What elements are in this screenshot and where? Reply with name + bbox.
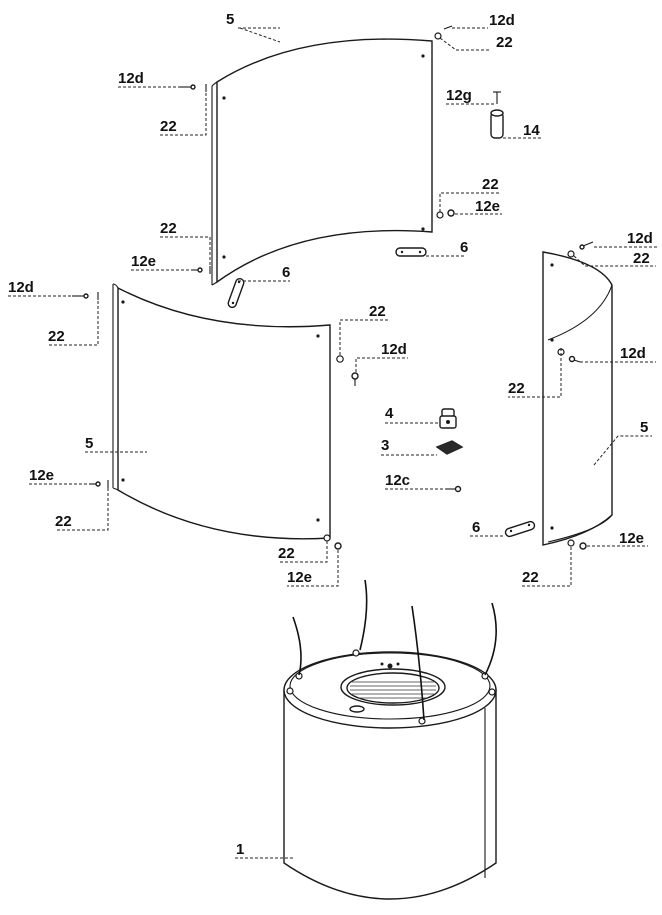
callout-4: 4 <box>385 405 394 422</box>
callout-22-left-bl: 22 <box>55 513 72 530</box>
callout-12d-right-mid: 12d <box>620 345 646 362</box>
callout-22-top-left: 22 <box>160 118 177 135</box>
callout-5-left: 5 <box>85 435 93 452</box>
callout-22-left-tl: 22 <box>48 328 65 345</box>
callout-12d-top-left: 12d <box>118 70 144 87</box>
strip-part-6-top <box>395 247 427 257</box>
callout-12d-top-right: 12d <box>489 12 515 29</box>
part-3-cap <box>435 440 464 455</box>
part-14-spacer <box>490 109 504 139</box>
callout-22-right-bottom: 22 <box>522 569 539 586</box>
callout-22-top-panel-right: 22 <box>482 176 499 193</box>
callout-12e-right-bottom: 12e <box>619 530 644 547</box>
callout-3: 3 <box>381 437 389 454</box>
callout-12g: 12g <box>446 87 472 104</box>
callout-22-right-mid: 22 <box>508 380 525 397</box>
main-cylinder-housing <box>283 649 497 900</box>
callout-12c: 12c <box>385 472 410 489</box>
top-curved-panel <box>211 38 433 286</box>
callout-22-left-br: 22 <box>278 545 295 562</box>
callout-22-left-tr: 22 <box>369 303 386 320</box>
callout-22-top-panel-bl: 22 <box>160 220 177 237</box>
callout-22-top-right: 22 <box>496 34 513 51</box>
callout-labels: 5 12d 22 12d 22 12g 14 22 12e 6 22 12e 6… <box>8 11 653 858</box>
callout-5-right: 5 <box>640 419 648 436</box>
callout-6-mid: 6 <box>282 264 290 281</box>
part-12g-screw <box>493 91 501 104</box>
callout-12d-left-tr: 12d <box>381 341 407 358</box>
right-curved-panel <box>542 251 613 546</box>
callout-6-right: 6 <box>472 519 480 536</box>
callout-12d-left-tl: 12d <box>8 279 34 296</box>
callout-22-right-top: 22 <box>633 250 650 267</box>
callout-12e-left-br: 12e <box>287 569 312 586</box>
callout-12e-left-bl: 12e <box>29 467 54 484</box>
callout-12e-top-panel-right: 12e <box>475 198 500 215</box>
part-4-knob <box>439 408 457 429</box>
callout-14: 14 <box>523 122 540 139</box>
part-12c-screw <box>446 485 462 493</box>
callout-12e-top-panel-bl: 12e <box>131 253 156 270</box>
callout-6-top: 6 <box>460 239 468 256</box>
suspension-wires <box>292 579 497 721</box>
leader-lines <box>8 27 659 859</box>
left-curved-panel <box>112 283 331 540</box>
callout-1: 1 <box>236 841 244 858</box>
fastener-screw-washer-set <box>72 25 594 550</box>
callout-5-top: 5 <box>226 11 234 28</box>
callout-12d-right-top: 12d <box>627 230 653 247</box>
strip-part-6-mid <box>227 277 245 309</box>
strip-part-6-right <box>504 520 536 538</box>
